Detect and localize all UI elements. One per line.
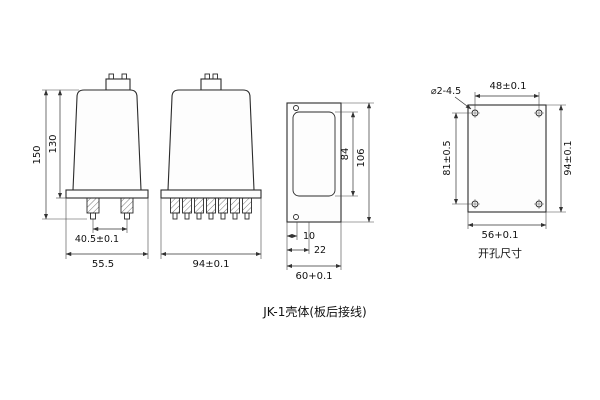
dim-hole-callout: ⌀2-4.5 [431, 86, 461, 97]
leader-line [454, 96, 472, 110]
dim-total-width: 55.5 [92, 259, 114, 270]
dim-hole-spacing-x: 48±0.1 [489, 81, 526, 92]
dim-offset-large: 22 [314, 245, 326, 256]
case-body [72, 89, 142, 191]
dim-height: 94±0.1 [563, 140, 574, 175]
base-flange [65, 189, 149, 199]
dim-total-height: 150 [32, 145, 43, 164]
dim-hole-spacing-y: 81±0.5 [442, 140, 453, 175]
dim-width: 94±0.1 [192, 259, 229, 270]
dim-width: 56+0.1 [481, 230, 518, 241]
dim-body-height: 130 [48, 134, 59, 153]
side-view-dimensions: 150 130 40.5±0.1 55.5 [32, 89, 149, 270]
cutout-outline [467, 104, 547, 213]
cutout-view-label: 开孔尺寸 [478, 246, 522, 260]
top-tab [105, 78, 131, 91]
front-view-dimensions: 94±0.1 [160, 198, 262, 270]
base-flange [160, 189, 262, 199]
section-view: 84 106 10 22 60+0.1 [286, 102, 374, 282]
inner-profile [292, 111, 336, 197]
top-tab [200, 78, 222, 91]
dim-offset-small: 10 [303, 231, 315, 242]
terminal-stud [86, 197, 100, 214]
case-body [167, 89, 255, 191]
terminal-row [170, 197, 252, 220]
terminal-stud [120, 197, 134, 214]
dim-inner-height: 84 [340, 148, 351, 161]
mounting-holes [470, 108, 544, 209]
terminal-tip [124, 212, 130, 220]
terminal-tip [90, 212, 96, 220]
section-view-dimensions: 84 106 10 22 60+0.1 [286, 102, 374, 282]
cutout-view: ⌀2-4.5 48±0.1 81±0.5 94±0.1 56+0.1 开孔尺寸 [431, 81, 574, 260]
screw-hole [293, 105, 299, 111]
dim-width: 60+0.1 [295, 271, 332, 282]
screw-hole [293, 214, 299, 220]
front-view: 94±0.1 [160, 73, 262, 270]
outer-profile [286, 102, 342, 223]
dim-stud-spacing: 40.5±0.1 [75, 234, 119, 245]
side-view: 150 130 40.5±0.1 55.5 [32, 73, 149, 270]
dim-outer-height: 106 [356, 148, 367, 167]
drawing-caption: JK-1壳体(板后接线) [262, 304, 366, 319]
cutout-view-dimensions: ⌀2-4.5 48±0.1 81±0.5 94±0.1 56+0.1 [431, 81, 574, 241]
